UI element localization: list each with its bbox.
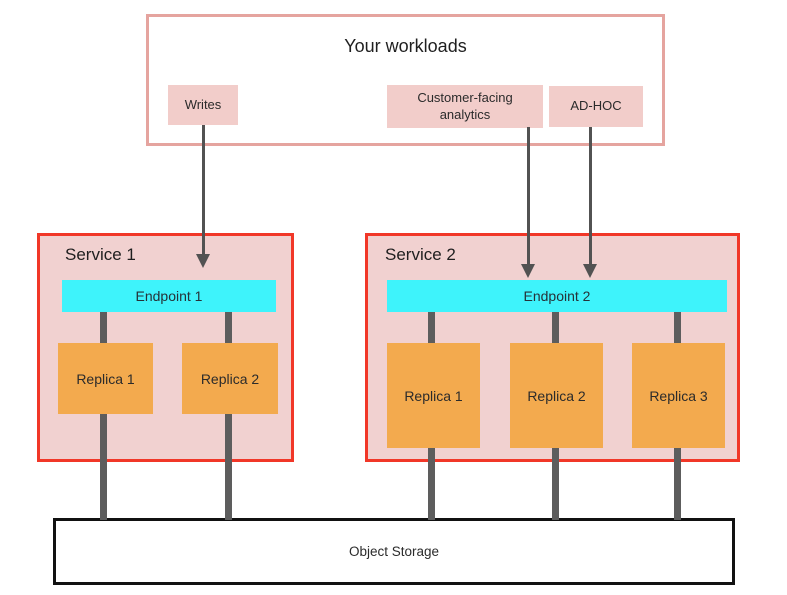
service-1-endpoint-label: Endpoint 1 (135, 288, 203, 304)
service-1-replica-2-label: Replica 2 (200, 370, 260, 387)
object-storage-label: Object Storage (348, 544, 440, 559)
service-1-title: Service 1 (65, 245, 136, 264)
arrow-shaft (588, 127, 592, 264)
service-1-replica-1: Replica 1 (58, 343, 153, 414)
service-2-replica-2: Replica 2 (510, 343, 603, 448)
service-2-replica-3: Replica 3 (632, 343, 725, 448)
service-2-title: Service 2 (385, 245, 456, 264)
workload-item-writes-label: Writes (184, 96, 222, 112)
service-2-replica-3-label: Replica 3 (649, 387, 708, 404)
service-1-replica-2: Replica 2 (182, 343, 278, 414)
connector-line-s1-r1 (100, 312, 107, 520)
arrow-adhoc-to-service-2 (583, 127, 597, 278)
service-2-endpoint-bar: Endpoint 2 (387, 280, 727, 312)
object-storage-box: Object Storage (53, 518, 735, 585)
arrow-head-icon (583, 264, 597, 278)
arrow-writes-to-service-1 (196, 125, 210, 268)
service-1-replica-1-label: Replica 1 (76, 370, 135, 387)
workload-item-writes: Writes (168, 85, 238, 125)
workload-item-ad-hoc: AD-HOC (549, 86, 643, 127)
service-1-endpoint-bar: Endpoint 1 (62, 280, 276, 312)
service-2-replica-1-label: Replica 1 (404, 387, 463, 404)
service-2-endpoint-label: Endpoint 2 (523, 288, 591, 304)
arrow-head-icon (521, 264, 535, 278)
connector-line-s1-r2 (225, 312, 232, 520)
arrow-analytics-to-service-2 (521, 127, 535, 278)
workload-item-customer-facing-analytics: Customer-facing analytics (387, 85, 543, 128)
arrow-head-icon (196, 254, 210, 268)
service-2-replica-1: Replica 1 (387, 343, 480, 448)
arrow-shaft (201, 125, 205, 254)
arrow-shaft (526, 127, 530, 264)
workload-item-ad-hoc-label: AD-HOC (570, 98, 622, 114)
workload-item-customer-facing-analytics-label: Customer-facing analytics (417, 90, 513, 122)
service-2-replica-2-label: Replica 2 (527, 387, 586, 404)
workloads-title: Your workloads (344, 36, 467, 56)
